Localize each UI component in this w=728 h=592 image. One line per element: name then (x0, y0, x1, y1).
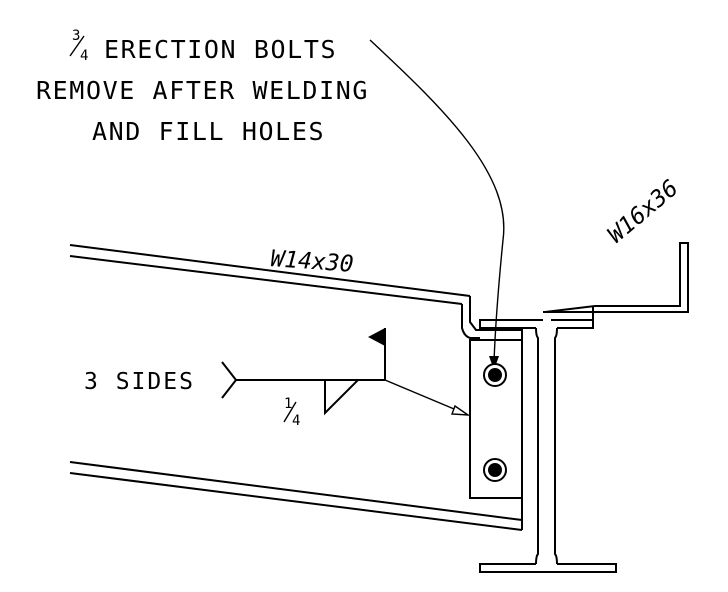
beam-top-flange-inner (69, 255, 463, 305)
girder-web-right (554, 327, 558, 565)
beam-cope-inner (461, 304, 480, 339)
weld-tail (221, 361, 238, 399)
beam-top-flange-outer (69, 244, 471, 297)
weld-size-numerator: 1 (284, 396, 292, 412)
note-fraction-denominator: 4 (80, 48, 88, 64)
erection-bolts-note: 3 4 ERECTION BOLTS REMOVE AFTER WELDING … (36, 28, 369, 146)
note-fraction-slash (69, 35, 85, 57)
girder-top-flange-left (479, 319, 543, 329)
note-fraction-numerator: 3 (72, 28, 80, 44)
fillet-weld-symbol (324, 379, 359, 416)
beam-cope-outer (469, 296, 523, 340)
weld-arrowhead (451, 404, 471, 416)
erection-bolt-lower (483, 458, 507, 482)
note-leader-arrowhead (489, 356, 499, 370)
field-weld-flag (368, 328, 385, 346)
weld-symbol: 1 4 3 SIDES (84, 328, 471, 429)
girder-bottom-flange (479, 563, 617, 573)
beam-bottom-flange-outer (69, 472, 523, 531)
girder-web-left (535, 327, 539, 565)
weld-size-denominator: 4 (292, 413, 300, 429)
weld-tail-note: 3 SIDES (84, 369, 195, 395)
weld-arrow-line (384, 379, 467, 415)
girder-top-flange-right (551, 319, 594, 329)
top-bent-plate (543, 242, 689, 313)
note-line-3: AND FILL HOLES (92, 117, 325, 146)
beam-bottom-flange-inner (69, 461, 523, 521)
erection-bolt-upper (483, 363, 507, 387)
girder-section (479, 319, 617, 573)
note-leader-line (369, 39, 505, 363)
note-line-1: ERECTION BOLTS (104, 35, 337, 64)
beam-elevation (69, 244, 523, 531)
note-line-2: REMOVE AFTER WELDING (36, 76, 369, 105)
weld-size-slash (283, 401, 297, 423)
girder-size-label: W16x36 (603, 175, 683, 248)
